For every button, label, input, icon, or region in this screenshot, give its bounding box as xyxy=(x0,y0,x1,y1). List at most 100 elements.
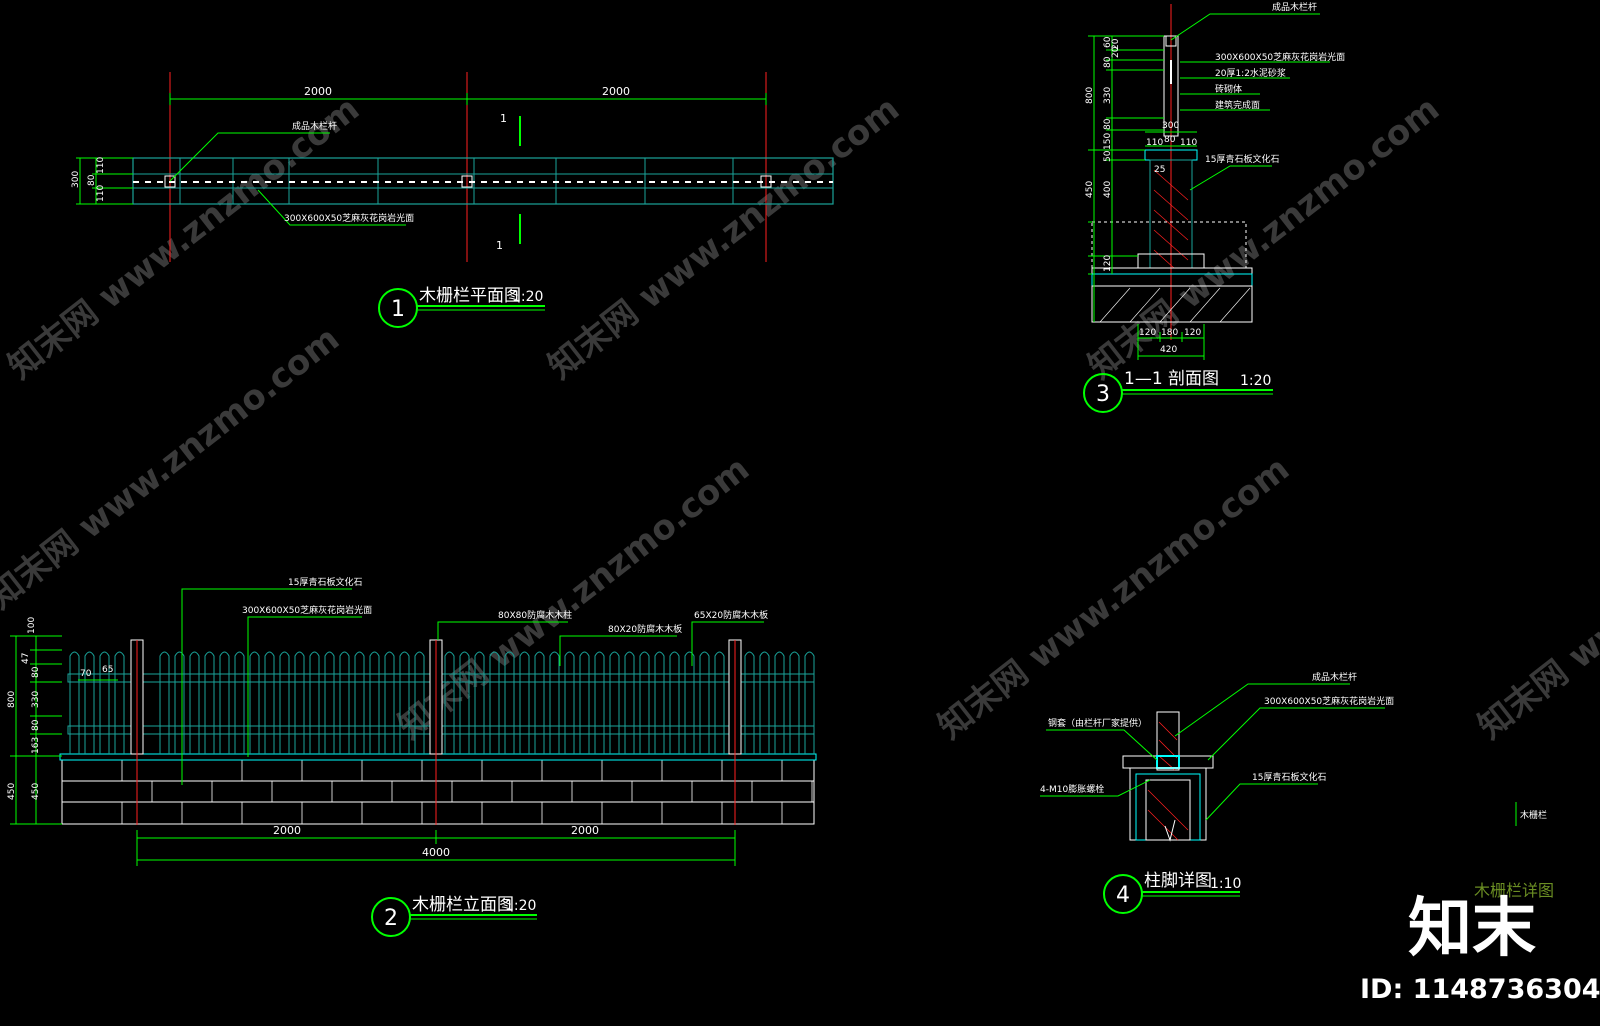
picket xyxy=(804,651,815,754)
sec-dim-20b: 20 xyxy=(1111,38,1121,50)
sec-dim-330: 330 xyxy=(1103,87,1113,104)
picket xyxy=(324,651,335,754)
picket xyxy=(114,651,125,754)
detail-badge: 4 xyxy=(1116,883,1130,908)
sec-label-brick: 砖砌体 xyxy=(1215,83,1242,95)
picket xyxy=(444,651,455,754)
plan-section-mark-top: 1 xyxy=(500,112,507,125)
elev-dim-450a: 450 xyxy=(7,783,17,800)
picket xyxy=(399,651,410,754)
picket xyxy=(579,651,590,754)
sec-dim-450: 450 xyxy=(1085,181,1095,198)
picket xyxy=(564,651,575,754)
plan-view: 2000 2000 300 110 80 110 成品木栏杆 300 xyxy=(71,72,834,328)
plan-dim-span-right: 2000 xyxy=(602,85,630,98)
elev-dim-total: 4000 xyxy=(422,846,450,859)
detail-view: 成品木栏杆 300X600X50芝麻灰花岗岩光面 钢套（由栏杆厂家提供） 4-M… xyxy=(1040,671,1394,914)
picket xyxy=(219,651,230,754)
picket xyxy=(84,651,95,754)
sec-dim-25: 25 xyxy=(1154,165,1165,175)
sec-label-granite: 300X600X50芝麻灰花岗岩光面 xyxy=(1215,51,1345,63)
sec-dim-150: 150 xyxy=(1103,133,1113,150)
plan-label-post: 成品木栏杆 xyxy=(292,120,337,132)
plan-section-mark-bottom: 1 xyxy=(496,239,503,252)
plan-badge: 1 xyxy=(391,297,405,322)
plan-dim-span-left: 2000 xyxy=(304,85,332,98)
elevation-badge: 2 xyxy=(384,906,398,931)
sec-dim-120a: 120 xyxy=(1139,328,1156,338)
picket xyxy=(489,651,500,754)
section-title: 1—1 剖面图 xyxy=(1124,369,1219,389)
elev-dim-80a: 80 xyxy=(31,666,41,678)
plan-dim-left-b: 80 xyxy=(87,174,97,186)
picket xyxy=(339,651,350,754)
elev-label-post: 80X80防腐木木柱 xyxy=(498,609,572,621)
picket xyxy=(189,651,200,754)
sec-dim-180: 180 xyxy=(1161,328,1178,338)
elev-dim-80b: 80 xyxy=(31,719,41,731)
sec-dim-20: 20 xyxy=(1111,46,1121,58)
section-badge: 3 xyxy=(1096,382,1110,407)
detail-label-bolt: 4-M10膨胀螺栓 xyxy=(1040,783,1104,795)
detail-title: 柱脚详图 xyxy=(1144,871,1212,891)
drawing-title: 木栅栏详图 xyxy=(1474,881,1554,900)
sec-dim-400: 400 xyxy=(1103,181,1113,198)
sec-dim-800: 800 xyxy=(1085,87,1095,104)
picket xyxy=(774,651,785,754)
elev-dim-800: 800 xyxy=(7,691,17,708)
picket xyxy=(294,651,305,754)
section-view: 60 20 80 20 330 80 150 50 400 800 450 12… xyxy=(1083,1,1345,413)
sec-dim-80b: 80 xyxy=(1103,118,1113,130)
sec-dim-120v: 120 xyxy=(1103,255,1113,272)
plan-dim-left-a: 110 xyxy=(96,157,106,174)
sec-dim-80a: 80 xyxy=(1103,56,1113,68)
plan-dim-left-total: 300 xyxy=(71,171,81,188)
sec-dim-120b: 120 xyxy=(1184,328,1201,338)
picket xyxy=(549,651,560,754)
elev-dim-span-right: 2000 xyxy=(571,824,599,837)
elev-label-rail: 80X20防腐木木板 xyxy=(608,623,682,635)
detail-label-sleeve: 钢套（由栏杆厂家提供） xyxy=(1048,717,1147,729)
elev-label-granite: 300X600X50芝麻灰花岗岩光面 xyxy=(242,604,372,616)
elevation-title: 木栅栏立面图 xyxy=(412,895,514,915)
elev-dim-span-left: 2000 xyxy=(273,824,301,837)
picket xyxy=(714,651,725,754)
picket xyxy=(249,651,260,754)
picket xyxy=(744,651,755,754)
picket xyxy=(264,651,275,754)
sec-dim-110b: 110 xyxy=(1180,138,1197,148)
picket xyxy=(789,651,800,754)
elev-dim-65: 65 xyxy=(102,665,113,675)
elev-dim-450b: 450 xyxy=(31,783,41,800)
elevation-view: 15厚青石板文化石 300X600X50芝麻灰花岗岩光面 80X80防腐木木柱 … xyxy=(7,576,817,937)
sec-label-mortar: 20厚1:2水泥砂浆 xyxy=(1215,67,1286,79)
sec-dim-60: 60 xyxy=(1103,36,1113,48)
sec-label-culture-stone: 15厚青石板文化石 xyxy=(1205,153,1279,165)
picket xyxy=(474,651,485,754)
plan-dim-left-c: 110 xyxy=(96,185,106,202)
sec-dim-420: 420 xyxy=(1160,345,1177,355)
picket xyxy=(654,651,665,754)
picket xyxy=(669,651,680,754)
picket xyxy=(234,651,245,754)
picket xyxy=(759,651,770,754)
elev-dim-70: 70 xyxy=(80,669,92,679)
elev-dim-163: 163 xyxy=(31,737,41,754)
side-label: 木栅栏 xyxy=(1520,809,1547,821)
picket xyxy=(594,651,605,754)
elev-dim-330: 330 xyxy=(31,691,41,708)
picket xyxy=(519,651,530,754)
picket xyxy=(204,651,215,754)
picket xyxy=(624,651,635,754)
brand-id: ID: 1148736304 xyxy=(1360,974,1600,1005)
detail-scale: 1:10 xyxy=(1210,876,1241,892)
picket xyxy=(354,651,365,754)
picket xyxy=(459,651,470,754)
picket xyxy=(69,651,80,754)
plan-title: 木栅栏平面图 xyxy=(419,286,521,306)
picket xyxy=(534,651,545,754)
sec-dim-50: 50 xyxy=(1103,150,1113,162)
picket xyxy=(369,651,380,754)
detail-label-granite: 300X600X50芝麻灰花岗岩光面 xyxy=(1264,695,1394,707)
